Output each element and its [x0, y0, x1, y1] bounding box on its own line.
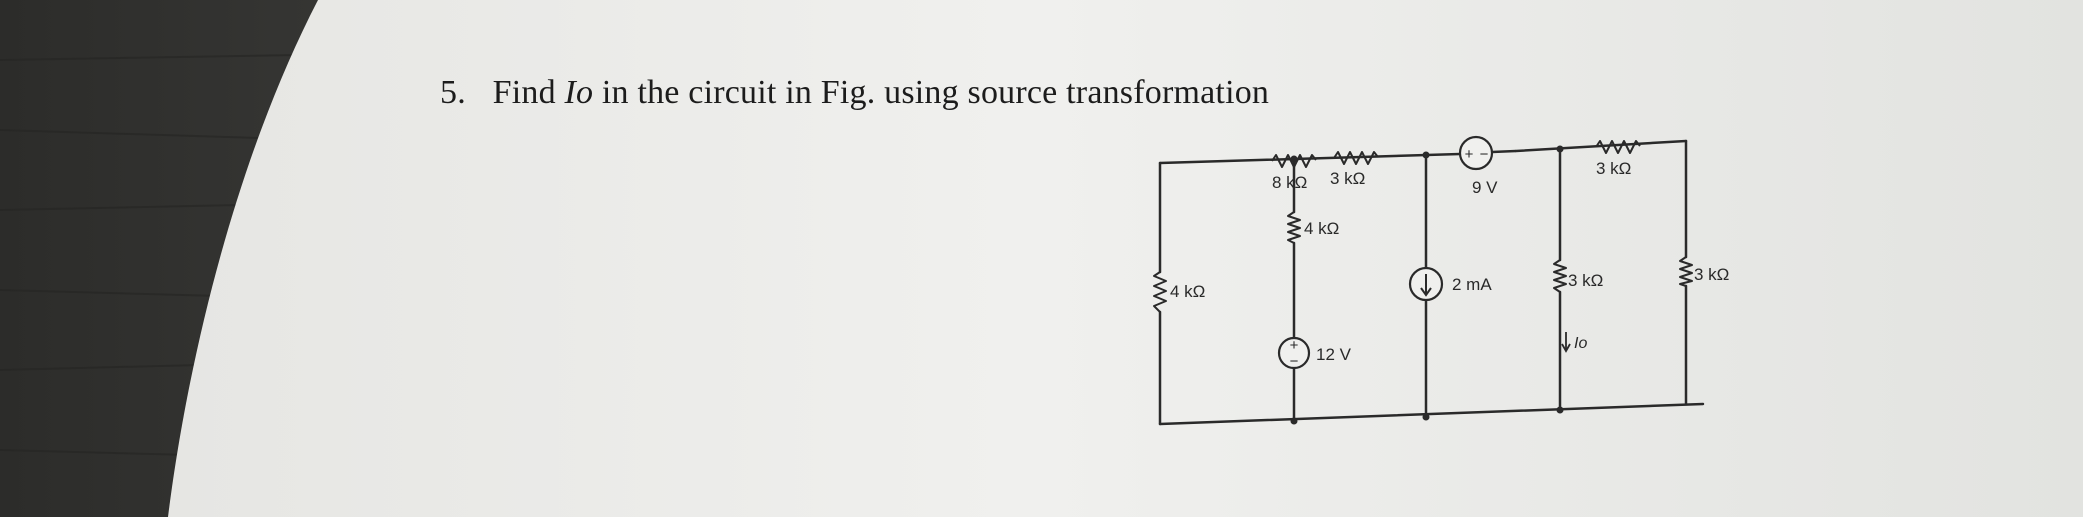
label-i-2ma: 2 mA	[1452, 275, 1492, 294]
label-v-12: 12 V	[1316, 345, 1352, 364]
label-r-right-3k: 3 kΩ	[1694, 265, 1729, 284]
junction-dot	[1422, 413, 1430, 421]
resistor-8k	[1271, 154, 1317, 168]
question-suffix: in the circuit in Fig. using source tran…	[601, 74, 1270, 111]
label-r-top-3k: 3 kΩ	[1330, 169, 1365, 188]
label-io: Io	[1574, 335, 1587, 352]
wire-top-right	[1514, 139, 1688, 153]
voltage-source-12v: + −	[1277, 336, 1311, 370]
label-v-9: 9 V	[1472, 178, 1498, 197]
wire-bottom	[1158, 402, 1705, 426]
resistor-top-3k	[1333, 151, 1379, 165]
question-number: 5.	[440, 74, 466, 111]
resistor-io-3k	[1553, 259, 1567, 293]
label-r-io-3k: 3 kΩ	[1568, 271, 1603, 290]
question-text: 5. Find Io in the circuit in Fig. using …	[440, 74, 1269, 112]
resistor-top-right-3k	[1595, 140, 1641, 154]
label-r-left-4k: 4 kΩ	[1170, 282, 1205, 301]
junction-dot	[1290, 155, 1298, 163]
resistor-right-3k	[1679, 256, 1693, 287]
label-r-top-right-3k: 3 kΩ	[1596, 159, 1631, 178]
question-prefix: Find	[492, 74, 556, 111]
v9-minus-sign: −	[1480, 146, 1489, 163]
junction-dot	[1556, 406, 1564, 414]
question-variable: Io	[564, 74, 594, 111]
v9-plus-sign: +	[1465, 146, 1474, 163]
label-r-8k: 8 kΩ	[1272, 173, 1307, 192]
resistor-left-4k	[1153, 271, 1167, 313]
junction-dot	[1290, 417, 1298, 425]
v12-minus-sign: −	[1290, 353, 1299, 370]
io-arrow-icon	[1561, 332, 1571, 353]
current-source-2ma	[1408, 266, 1444, 302]
junction-dot	[1556, 145, 1564, 153]
voltage-source-9v: + −	[1458, 135, 1494, 171]
label-r-mid-4k: 4 kΩ	[1304, 219, 1339, 238]
junction-dot	[1422, 151, 1430, 159]
v12-plus-sign: +	[1290, 337, 1299, 354]
resistor-mid-4k	[1287, 211, 1301, 244]
